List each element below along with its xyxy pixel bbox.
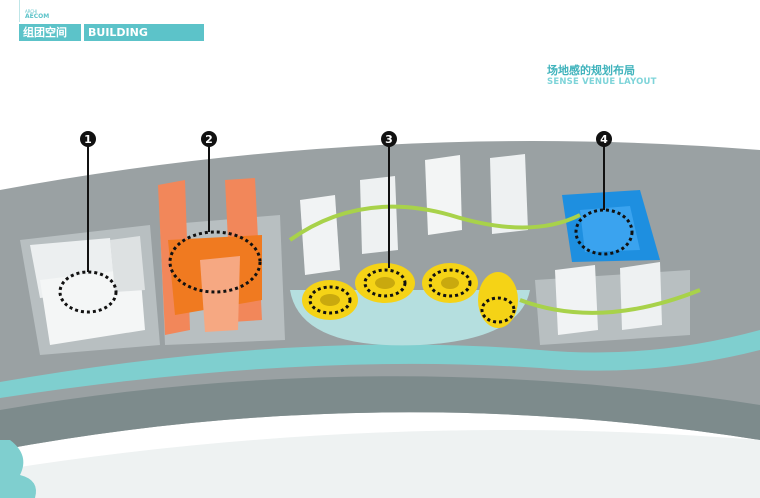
marker-4-label: 4: [600, 133, 608, 146]
header-rule: [19, 0, 20, 22]
marker-3-label: 3: [385, 133, 393, 146]
archi-label: ARCHI: [25, 9, 38, 14]
marker-1[interactable]: 1: [58, 131, 118, 314]
group-1-buildings: [30, 236, 145, 345]
title-en: BUILDING GROUPS: [84, 24, 204, 56]
title-cn: 组团空间: [19, 24, 81, 41]
brand-logo: AECOM: [25, 13, 50, 20]
green-walkway: [288, 204, 701, 315]
marker-2-label: 2: [205, 133, 213, 146]
river: [0, 330, 760, 398]
marker-3[interactable]: 3: [308, 131, 516, 324]
marker-4[interactable]: 4: [574, 131, 634, 256]
marker-1-label: 1: [84, 133, 92, 146]
section-title-en: SENSE VENUE LAYOUT: [547, 77, 657, 87]
section-title-cn: 场地感的规划布局: [547, 64, 635, 77]
marker-2[interactable]: 2: [168, 131, 262, 294]
group-2-buildings: [158, 178, 262, 335]
